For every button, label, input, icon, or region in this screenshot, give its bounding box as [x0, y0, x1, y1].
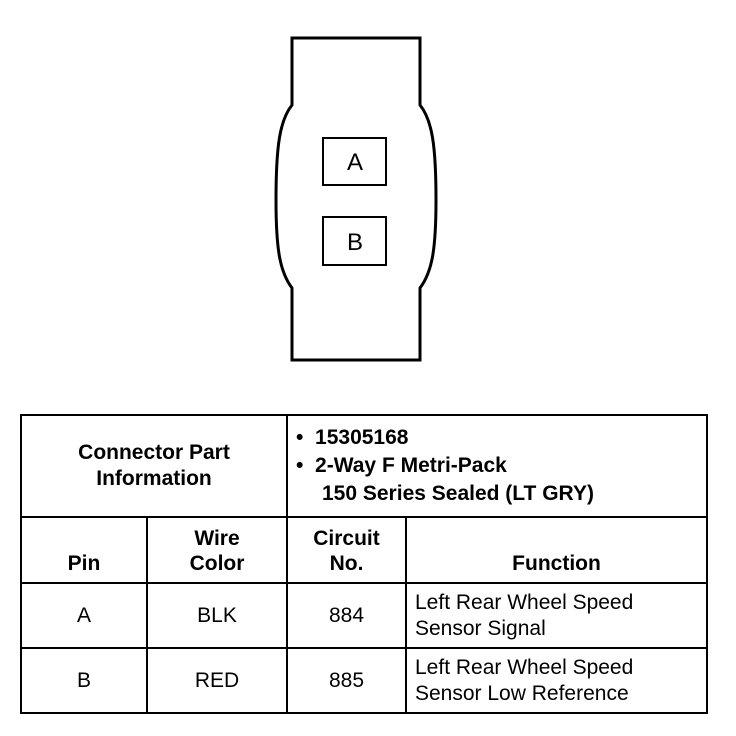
part-number-line: • 15305168	[296, 426, 409, 449]
pin-a-label: A	[347, 149, 363, 176]
circuit-header-1: Circuit	[313, 527, 380, 550]
table-header-info-row: Connector Part Information • 15305168 • …	[20, 414, 709, 518]
connector-info-table: Connector Part Information • 15305168 • …	[20, 414, 709, 714]
connector-part-details-cell: • 15305168 • 2-Way F Metri-Pack 150 Seri…	[285, 414, 709, 518]
row-b-function-1: Left Rear Wheel Speed	[415, 655, 634, 679]
row-a-function-1: Left Rear Wheel Speed	[415, 590, 634, 614]
pin-column-header: Pin	[20, 516, 148, 584]
connector-part-info-label-2: Information	[96, 467, 212, 490]
pin-b-label: B	[347, 229, 363, 256]
row-b-pin: B	[20, 647, 148, 714]
wire-color-column-header: Wire Color	[146, 516, 288, 584]
row-b-circuit: 885	[286, 647, 407, 714]
description-1: 2-Way F Metri-Pack	[315, 454, 507, 477]
table-row: B RED 885 Left Rear Wheel Speed Sensor L…	[20, 647, 709, 714]
connector-part-info-cell: Connector Part Information	[20, 414, 288, 518]
circuit-column-header: Circuit No.	[286, 516, 407, 584]
part-number: 15305168	[315, 426, 409, 449]
function-column-header: Function	[404, 516, 709, 584]
row-a-function: Left Rear Wheel Speed Sensor Signal	[404, 582, 709, 649]
row-a-function-2: Sensor Signal	[415, 616, 546, 640]
pin-b-cavity	[322, 216, 387, 266]
connector-body-outline	[274, 36, 438, 362]
description-line-2: 150 Series Sealed (LT GRY)	[322, 482, 594, 505]
table-column-header-row: Pin Wire Color Circuit No. Function	[20, 516, 709, 584]
table-row: A BLK 884 Left Rear Wheel Speed Sensor S…	[20, 582, 709, 649]
connector-diagram: A B	[274, 36, 438, 362]
row-a-wire-color: BLK	[146, 582, 288, 649]
wire-color-header-1: Wire	[194, 527, 240, 550]
row-b-wire-color: RED	[146, 647, 288, 714]
description-line-1: • 2-Way F Metri-Pack	[296, 454, 507, 477]
pin-a-cavity	[322, 137, 387, 186]
row-b-function: Left Rear Wheel Speed Sensor Low Referen…	[404, 647, 709, 714]
connector-part-info-label-1: Connector Part	[78, 441, 230, 464]
row-a-circuit: 884	[286, 582, 407, 649]
row-b-function-2: Sensor Low Reference	[415, 681, 629, 705]
row-a-pin: A	[20, 582, 148, 649]
wire-color-header-2: Color	[189, 552, 245, 575]
circuit-header-2: No.	[329, 552, 364, 575]
